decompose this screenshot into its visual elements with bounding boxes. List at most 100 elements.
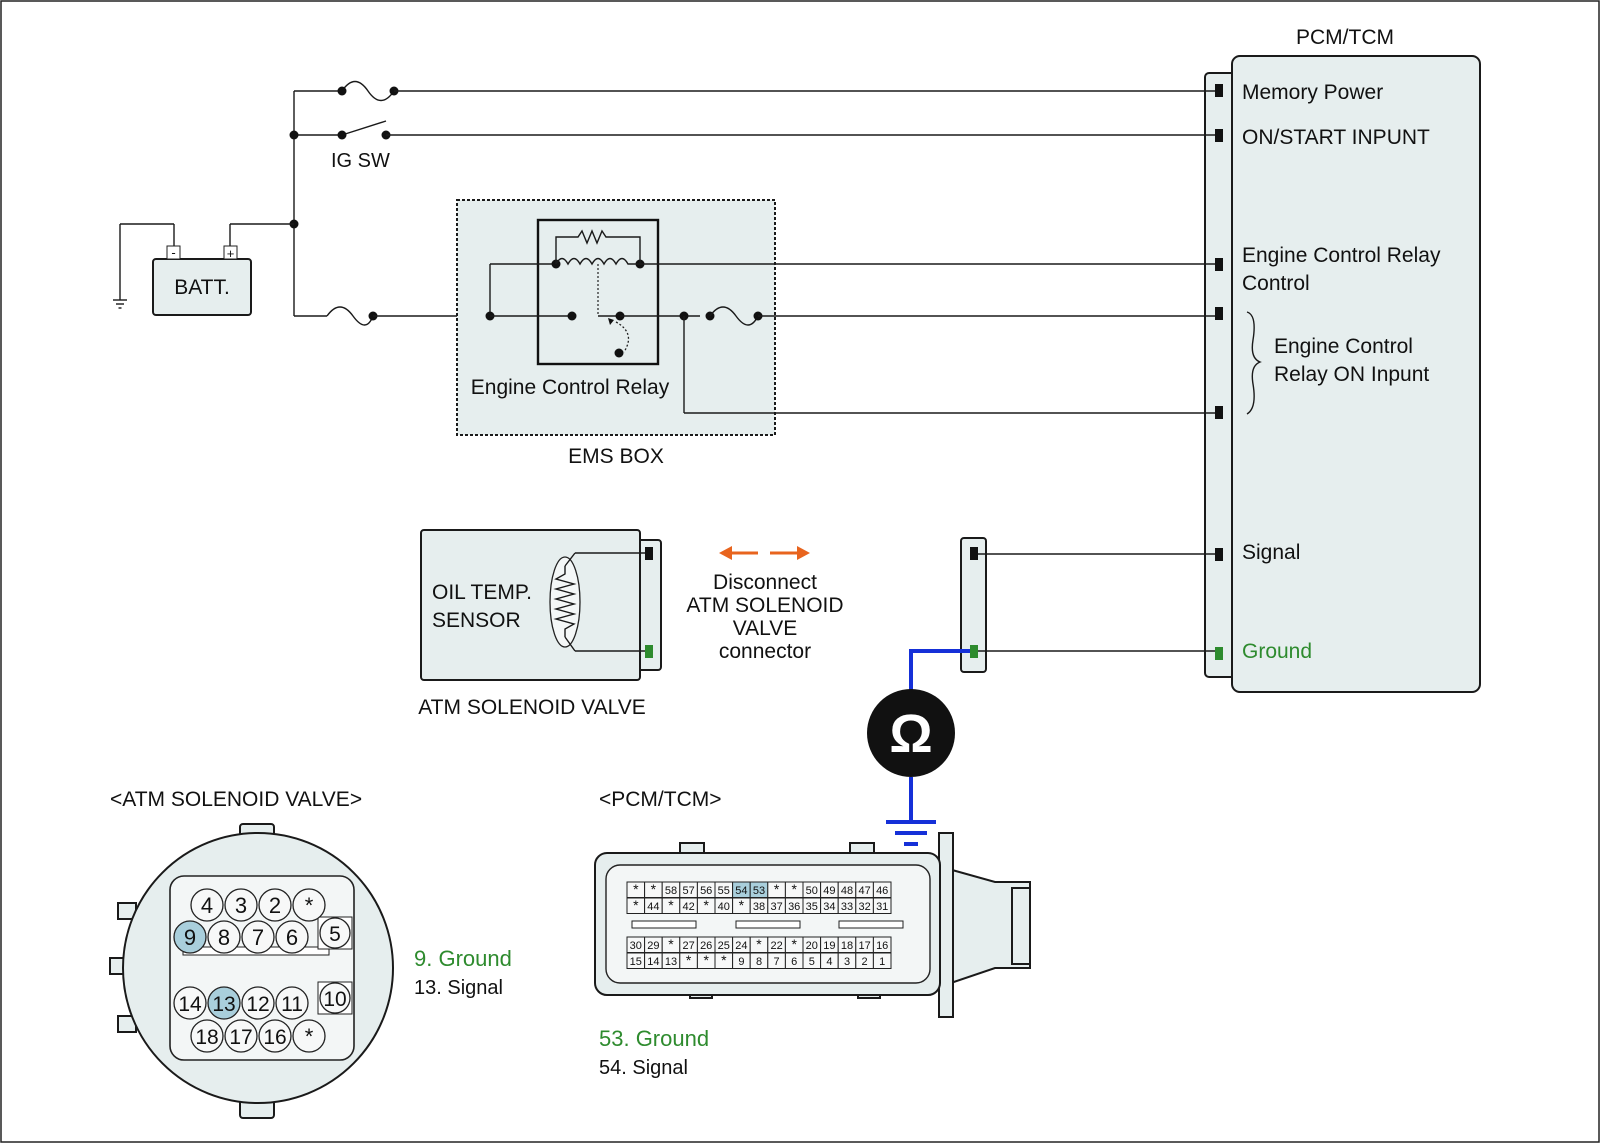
pcm-pin-label: 50	[806, 885, 818, 897]
atm-pin-label: 12	[246, 993, 269, 1016]
pcm-pin-label: 13	[665, 956, 677, 968]
atm-pin-label: 16	[263, 1026, 286, 1049]
pcm-pin-label: 19	[823, 940, 835, 952]
label-signal: Signal	[1242, 541, 1300, 564]
atm-pin	[319, 982, 351, 1014]
pcm-pin-label: 3	[844, 956, 850, 968]
atm-pin	[275, 986, 309, 1020]
harness-connector-body	[960, 537, 987, 673]
atm-pin-label: 18	[195, 1026, 218, 1049]
label-memory-power: Memory Power	[1242, 81, 1383, 104]
pcm-pin-label: 57	[682, 885, 694, 897]
pcm-pin-label: 53	[753, 885, 765, 897]
pcm-pin-label: *	[651, 881, 657, 897]
fuse-ems-feed	[326, 306, 374, 326]
atm-pin	[258, 1019, 292, 1053]
relay-coil-resistor	[555, 229, 641, 264]
pin-signal	[1215, 548, 1223, 561]
atm-pin	[190, 1019, 224, 1053]
pcm-pin-label: *	[668, 936, 674, 952]
pcm-pin-label: 14	[647, 956, 659, 968]
pin	[970, 547, 978, 560]
atm-pin	[275, 920, 309, 954]
sensor-label-2: SENSOR	[432, 609, 521, 632]
arrow-left-icon	[719, 546, 732, 560]
pcm-pin-label: 46	[876, 885, 888, 897]
node	[289, 130, 299, 140]
pcm-pin-label: 54	[735, 885, 747, 897]
ems-box: Engine Control Relay EMS BOX	[456, 199, 1215, 468]
pin-ecr-control	[1215, 258, 1223, 271]
power-wiring: IG SW - + BATT.	[113, 80, 1215, 326]
pcm-pin-label: 15	[630, 956, 642, 968]
atm-pin-label: 10	[323, 988, 346, 1011]
battery-plus-sign: +	[227, 246, 235, 261]
atm-pin-label: 8	[218, 925, 230, 950]
atm-pin-label: 4	[201, 893, 213, 918]
atm-pin	[241, 986, 275, 1020]
pcm-pin-label: 32	[858, 901, 870, 913]
ohmmeter-icon	[867, 689, 955, 777]
pin-ground	[1215, 647, 1223, 660]
pcm-pin-label: 34	[823, 901, 835, 913]
pcm-pin-label: 6	[791, 956, 797, 968]
label-ecr-control-2: Control	[1242, 272, 1310, 295]
label-ecr-on-1: Engine Control	[1274, 335, 1413, 358]
pcm-pin-label: 42	[682, 901, 694, 913]
atm-pin	[207, 986, 241, 1020]
pin-ecr-on-2	[1215, 406, 1223, 419]
node	[567, 311, 577, 321]
atm-pin	[173, 920, 207, 954]
pin	[970, 645, 978, 658]
pcm-pin-label: 30	[630, 940, 642, 952]
atm-pin-label: 3	[235, 893, 247, 918]
pcm-pin-label: *	[721, 952, 727, 968]
pin	[735, 920, 801, 929]
atm-legend-ground: 9. Ground	[414, 946, 512, 971]
atm-pin	[207, 920, 241, 954]
atm-pin	[258, 888, 292, 922]
pcm-pin-label: 22	[770, 940, 782, 952]
fuse-ems-output	[709, 306, 759, 326]
label-on-start-input: ON/START INPUNT	[1242, 126, 1430, 149]
atm-solenoid-valve: OIL TEMP. SENSOR ATM SOLENOID VALVE	[418, 529, 662, 719]
disconnect-line-3: VALVE	[733, 617, 798, 640]
sensor-label-1: OIL TEMP.	[432, 581, 532, 604]
disconnect-line-1: Disconnect	[713, 571, 817, 594]
pcm-pin-label: 44	[647, 901, 659, 913]
disconnect-line-2: ATM SOLENOID	[686, 594, 843, 617]
pcm-pin-label: 26	[700, 940, 712, 952]
valve-body	[420, 529, 641, 681]
wire	[564, 636, 576, 652]
ecr-on-brace	[1246, 311, 1262, 415]
engine-control-relay	[536, 218, 660, 366]
pcm-pin-label: *	[633, 897, 639, 913]
pin	[838, 920, 904, 929]
pcm-pin-label: 37	[770, 901, 782, 913]
pcm-pin-label: *	[668, 897, 674, 913]
wire	[553, 566, 577, 637]
atm-pin-label: 9	[184, 925, 196, 950]
pcm-pin-label: 48	[841, 885, 853, 897]
pcm-pin-label: 17	[858, 940, 870, 952]
pcm-pin-label: 35	[806, 901, 818, 913]
arrow-right-icon	[797, 546, 810, 560]
label-ecr-control-1: Engine Control Relay	[1242, 244, 1441, 267]
pcm-pin-label: *	[703, 952, 709, 968]
pin	[1011, 887, 1031, 965]
atm-pin	[190, 888, 224, 922]
atm-pin	[224, 888, 258, 922]
atm-legend-signal: 13. Signal	[414, 977, 503, 999]
atm-pin-label: *	[305, 1024, 314, 1049]
pcm-pin-label: *	[686, 952, 692, 968]
battery-plus-terminal	[223, 245, 238, 260]
pcm-pin-label: 9	[738, 956, 744, 968]
ohm-symbol: Ω	[889, 704, 932, 764]
pcm-pin-label: 20	[806, 940, 818, 952]
pcm-pin-label: 1	[879, 956, 885, 968]
disconnect-note: Disconnect ATM SOLENOID VALVE connector	[686, 546, 844, 663]
pcm-pin-label: 8	[756, 956, 762, 968]
node	[337, 130, 347, 140]
